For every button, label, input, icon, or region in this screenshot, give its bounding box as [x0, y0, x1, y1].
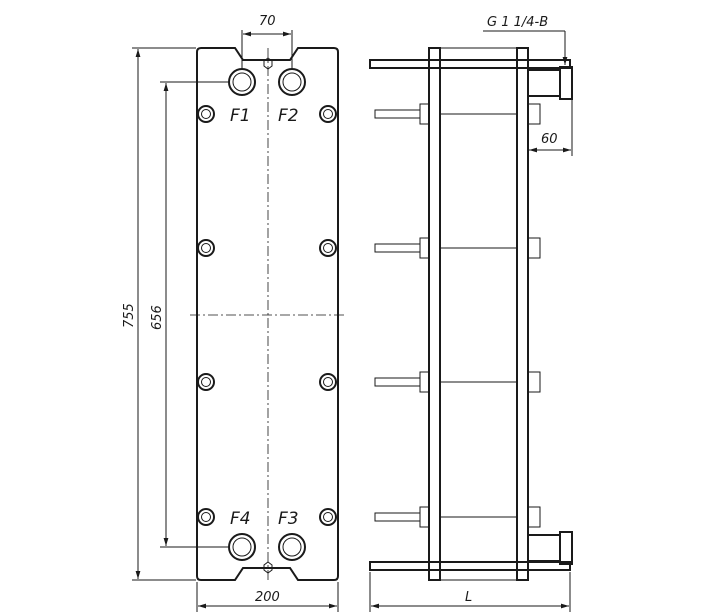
bolt-hole-icon [197, 373, 215, 391]
port-f3-icon [278, 533, 306, 561]
port-label-f2: F2 [278, 106, 299, 126]
bolt-hole-icon [197, 105, 215, 123]
port-f4-icon [228, 533, 256, 561]
bolt-hole-icon [319, 373, 337, 391]
bolt-hole-icon [319, 105, 337, 123]
port-label-f4: F4 [230, 509, 251, 529]
dimension-total-height: 755 [122, 47, 196, 581]
thread-label: G 1 1/4-B [487, 15, 548, 30]
dimension-label-port-spacing: 70 [259, 14, 276, 29]
top-hanger-nut-icon [263, 57, 273, 70]
pressure-end-plate [516, 47, 529, 581]
bottom-hanger-nut-icon [263, 561, 273, 574]
upper-nozzle [527, 66, 573, 100]
port-label-f3: F3 [278, 509, 299, 529]
dimension-width: 200 [196, 582, 339, 612]
dimension-pack-length: L [369, 572, 571, 612]
bolt-hole-icon [197, 239, 215, 257]
thread-callout: G 1 1/4-B [483, 15, 568, 65]
port-f1-icon [228, 68, 256, 96]
dimension-label-pack-length: L [465, 590, 472, 605]
upper-guide-bar [369, 59, 571, 69]
dimension-label-width: 200 [255, 590, 280, 605]
bolt-hole-icon [197, 508, 215, 526]
dimension-label-total-height: 755 [122, 303, 137, 328]
side-view: G 1 1/4-B 60 L [369, 15, 573, 612]
tie-bolt [374, 237, 541, 259]
tie-bolt [374, 103, 541, 125]
dimension-port-spacing: 70 [241, 14, 293, 68]
dimension-label-nozzle-length: 60 [541, 132, 558, 147]
port-label-f1: F1 [230, 106, 251, 126]
front-view: F1 F2 F4 F3 70 755 656 [122, 14, 345, 612]
lower-guide-bar [369, 561, 571, 571]
fixed-end-plate [428, 47, 441, 581]
bolt-hole-icon [319, 508, 337, 526]
lower-nozzle [527, 531, 573, 565]
tie-bolt [374, 506, 541, 528]
port-f2-icon [278, 68, 306, 96]
tie-bolt [374, 371, 541, 393]
dimension-nozzle-length: 60 [527, 100, 573, 156]
dimension-label-port-centers-height: 656 [150, 305, 165, 330]
front-plate-outline [196, 47, 339, 581]
bolt-hole-icon [319, 239, 337, 257]
dimension-port-centers-height: 656 [150, 81, 228, 548]
